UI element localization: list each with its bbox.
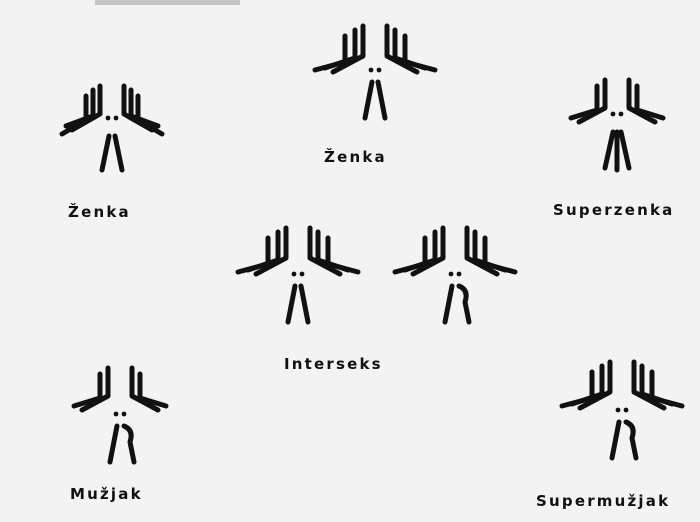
dot-chromosome — [377, 68, 382, 73]
figure-zenka-top — [315, 26, 435, 118]
x-chromosome — [378, 82, 385, 118]
dot-chromosome — [457, 272, 462, 277]
label-interseks: Interseks — [284, 357, 383, 372]
x-chromosome — [115, 136, 122, 170]
autosome-pair-left — [238, 228, 286, 274]
autosome-pair-left — [571, 80, 605, 122]
x-chromosome — [605, 132, 613, 168]
autosome-pair-right — [634, 362, 682, 408]
label-supermuzjak: Supermužjak — [536, 494, 670, 509]
label-zenka-left: Ženka — [68, 205, 131, 220]
label-muzjak: Mužjak — [70, 487, 143, 502]
dot-chromosome — [619, 112, 624, 117]
autosome-pair-right — [467, 228, 515, 274]
dot-chromosome — [616, 408, 621, 413]
dot-chromosome — [114, 412, 119, 417]
autosome-pair-left — [395, 228, 443, 274]
figure-supermuzjak — [562, 362, 682, 458]
dot-chromosome — [114, 116, 119, 121]
autosome-pair-right — [387, 26, 435, 72]
x-chromosome — [288, 286, 295, 322]
figure-superzenka — [571, 80, 663, 170]
label-zenka-top: Ženka — [324, 150, 387, 165]
y-chromosome — [626, 422, 636, 458]
figure-interseks-left — [238, 228, 358, 322]
dot-chromosome — [106, 116, 111, 121]
autosome-pair-right — [629, 80, 663, 122]
label-superzenka: Superzenka — [553, 203, 674, 218]
dot-chromosome — [300, 272, 305, 277]
figure-muzjak — [74, 368, 166, 462]
dot-chromosome — [449, 272, 454, 277]
y-chromosome — [459, 286, 469, 322]
autosome-pair-right — [132, 368, 166, 410]
dot-chromosome — [292, 272, 297, 277]
x-chromosome — [612, 422, 619, 458]
autosome-pair-left — [562, 362, 610, 408]
x-chromosome — [621, 132, 629, 168]
y-chromosome — [124, 426, 134, 462]
dot-chromosome — [369, 68, 374, 73]
figure-interseks-right — [395, 228, 515, 322]
x-chromosome — [110, 426, 117, 462]
autosome-pair-left — [74, 368, 108, 410]
figure-zenka-left — [62, 86, 162, 170]
dot-chromosome — [624, 408, 629, 413]
autosome-pair-left — [315, 26, 363, 72]
dot-chromosome — [122, 412, 127, 417]
x-chromosome — [365, 82, 372, 118]
x-chromosome — [445, 286, 452, 322]
autosome-pair-right — [310, 228, 358, 274]
x-chromosome — [102, 136, 109, 170]
dot-chromosome — [611, 112, 616, 117]
x-chromosome — [301, 286, 308, 322]
